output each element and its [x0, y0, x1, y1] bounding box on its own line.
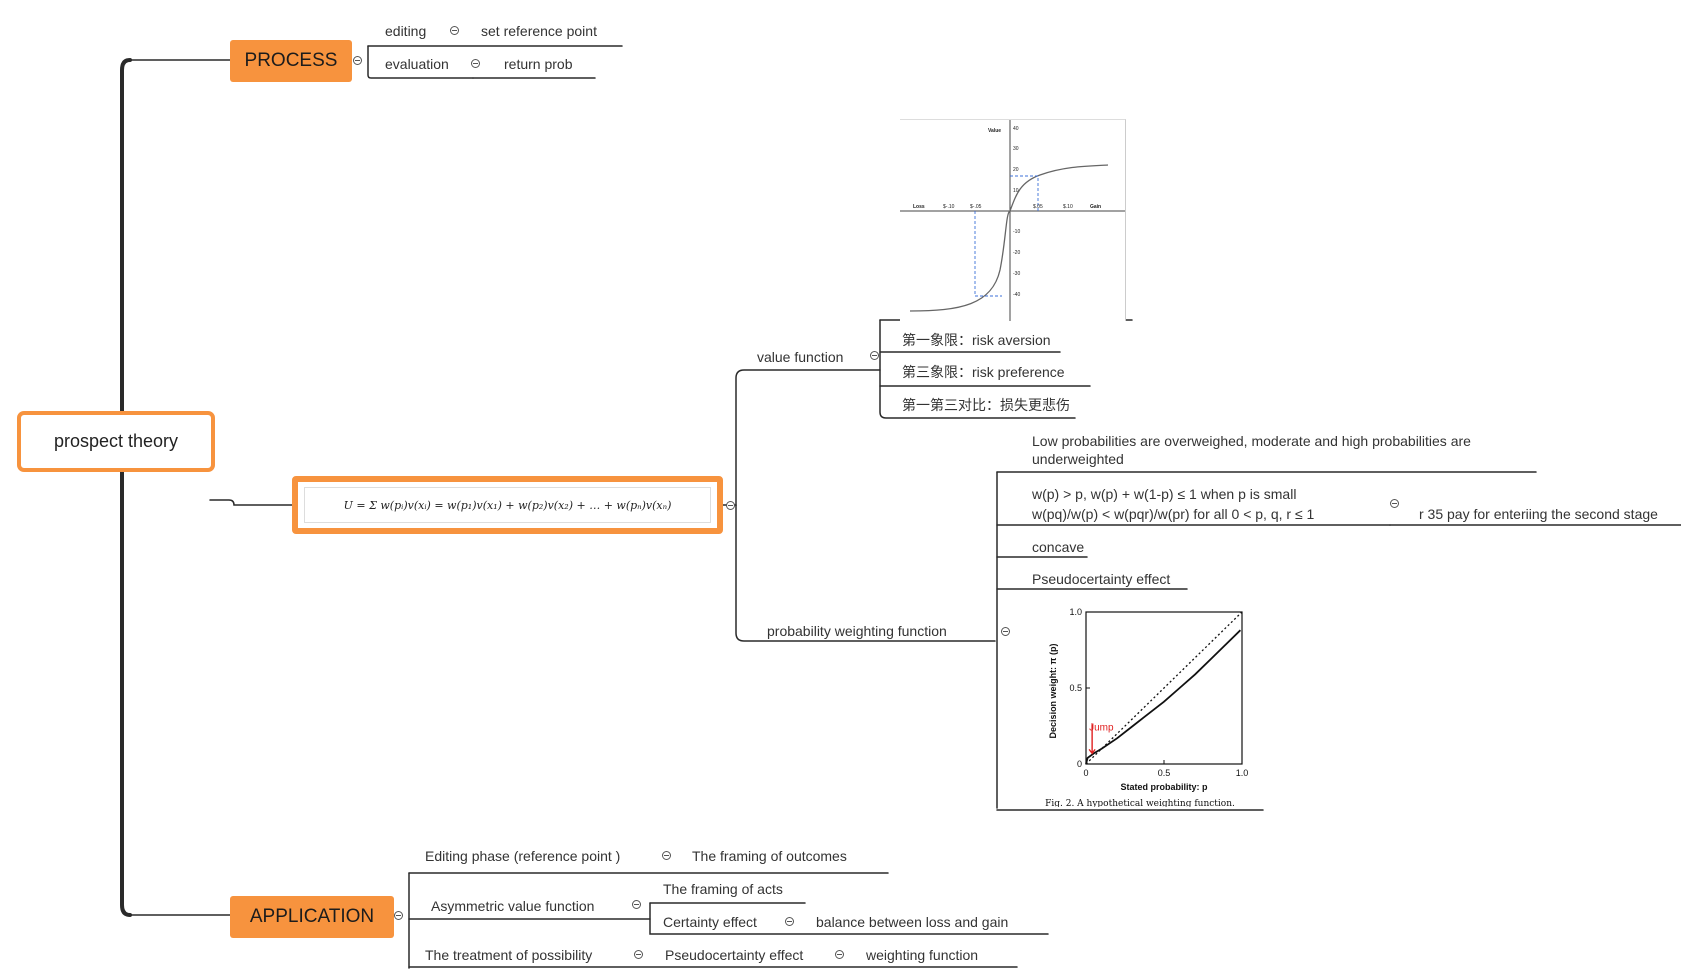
- weighting-xtick-label: 0.5: [1158, 768, 1171, 778]
- value-graph-ytick-n20: -20: [1013, 250, 1020, 256]
- weighting-chart-ylabel: Decision weight: π (p): [1048, 644, 1058, 739]
- application-label: APPLICATION: [249, 906, 375, 927]
- value-graph-loss: Loss: [913, 204, 925, 210]
- weighting-chart-svg: 0 0.5 1.0 0 0.5 1.0 Jump Decision weight: π (…: [1045, 607, 1249, 809]
- app-weighting[interactable]: weighting function: [866, 947, 979, 963]
- app-pseudo[interactable]: Pseudocertainty effect: [665, 947, 804, 963]
- value-graph-ytick-40: 40: [1013, 126, 1019, 132]
- prob-heading[interactable]: Low probabilities are overweighed, moder…: [1032, 433, 1471, 467]
- evaluation-child[interactable]: return prob: [504, 56, 573, 72]
- formula-text: U = Σ w(pᵢ)v(xᵢ) = w(p₁)v(x₁) + w(p₂)v(x…: [304, 487, 711, 523]
- root-node[interactable]: prospect theory: [17, 411, 215, 472]
- root-label: prospect theory: [53, 431, 179, 451]
- value-graph-ytick-20: 20: [1013, 167, 1019, 173]
- prob-rule-line1[interactable]: w(p) > p, w(p) + w(1-p) ≤ 1 when p is sm…: [1032, 486, 1297, 502]
- editing-phase-collapse-icon[interactable]: [662, 851, 671, 860]
- treatment-collapse-icon[interactable]: [634, 950, 643, 959]
- certainty-collapse-icon[interactable]: [785, 917, 794, 926]
- value-item-3[interactable]: 第一第三对比：损失更悲伤: [902, 397, 1070, 413]
- jump-arrow-icon: [1088, 724, 1096, 755]
- process-editing[interactable]: editing: [385, 23, 427, 39]
- value-graph-xtick-1: $-.10: [943, 204, 955, 210]
- app-framing-acts[interactable]: The framing of acts: [663, 881, 783, 897]
- pseudo-collapse-icon[interactable]: [835, 950, 844, 959]
- weighting-ytick-label: 0: [1077, 759, 1082, 769]
- weighting-chart-caption: Fig. 2. A hypothetical weighting functio…: [1045, 799, 1235, 807]
- application-collapse-icon[interactable]: [394, 911, 403, 920]
- process-collapse-icon[interactable]: [353, 56, 362, 65]
- weighting-ytick-label: 1.0: [1069, 607, 1082, 617]
- app-treatment[interactable]: The treatment of possibility: [425, 947, 593, 963]
- weighting-series-solid: [1085, 629, 1242, 765]
- value-graph-xtick-3: $.05: [1033, 204, 1043, 210]
- weighting-xtick-label: 0: [1083, 768, 1088, 778]
- process-evaluation[interactable]: evaluation: [385, 56, 449, 72]
- formula-node[interactable]: U = Σ w(pᵢ)v(xᵢ) = w(p₁)v(x₁) + w(p₂)v(x…: [292, 476, 723, 534]
- editing-child[interactable]: set reference point: [481, 23, 597, 39]
- value-graph-xtick-2: $-.05: [970, 204, 982, 210]
- prob-weighting-label[interactable]: probability weighting function: [767, 623, 947, 639]
- value-graph-ylabel: Value: [988, 128, 1001, 134]
- app-certainty[interactable]: Certainty effect: [663, 914, 757, 930]
- weighting-chart-annotation: Jump: [1089, 723, 1114, 734]
- asym-collapse-icon[interactable]: [632, 900, 641, 909]
- app-editing-phase[interactable]: Editing phase (reference point ): [425, 848, 621, 864]
- prob-concave[interactable]: concave: [1032, 539, 1085, 555]
- weighting-xtick-label: 1.0: [1236, 768, 1249, 778]
- prob-pseudo[interactable]: Pseudocertainty effect: [1032, 571, 1171, 587]
- value-item-1[interactable]: 第一象限：risk aversion: [902, 332, 1051, 348]
- value-function-label[interactable]: value function: [757, 349, 844, 365]
- editing-collapse-icon[interactable]: [450, 26, 459, 35]
- formula-collapse-icon[interactable]: [726, 501, 735, 510]
- process-node[interactable]: PROCESS: [230, 40, 352, 82]
- value-item-2[interactable]: 第三象限：risk preference: [902, 364, 1065, 380]
- app-asym[interactable]: Asymmetric value function: [431, 898, 595, 914]
- process-label: PROCESS: [244, 50, 338, 71]
- prob-rule-child[interactable]: r 35 pay for enteriing the second stage: [1419, 506, 1658, 522]
- evaluation-collapse-icon[interactable]: [471, 59, 480, 68]
- prob-rule-line2[interactable]: w(pq)/w(p) < w(pqr)/w(pr) for all 0 < p,…: [1032, 506, 1315, 522]
- value-graph-gain: Gain: [1090, 204, 1101, 210]
- weighting-function-chart[interactable]: 0 0.5 1.0 0 0.5 1.0 Jump Decision weight: π (…: [1010, 601, 1285, 809]
- weighting-ytick-label: 0.5: [1069, 683, 1082, 693]
- value-graph-xtick-4: $.10: [1063, 204, 1073, 210]
- app-framing-outcomes[interactable]: The framing of outcomes: [692, 848, 847, 864]
- value-graph-ytick-n40: -40: [1013, 292, 1020, 298]
- app-balance[interactable]: balance between loss and gain: [816, 914, 1009, 930]
- value-graph-svg: Value Loss Gain $-.10 $-.05 $.05 $.10 40…: [900, 120, 1125, 321]
- prob-rule-collapse-icon[interactable]: [1390, 499, 1399, 508]
- weighting-chart-xlabel: Stated probability: p: [1120, 782, 1208, 792]
- value-function-collapse-icon[interactable]: [870, 351, 879, 360]
- application-node[interactable]: APPLICATION: [230, 896, 394, 938]
- value-function-graph[interactable]: Value Loss Gain $-.10 $-.05 $.05 $.10 40…: [900, 119, 1126, 321]
- prob-weighting-collapse-icon[interactable]: [1001, 627, 1010, 636]
- weighting-series-dotted: [1085, 611, 1243, 765]
- value-graph-ytick-30: 30: [1013, 146, 1019, 152]
- value-graph-ytick-n30: -30: [1013, 271, 1020, 277]
- value-graph-ytick-10: 10: [1013, 188, 1019, 194]
- value-graph-ytick-n10: -10: [1013, 229, 1020, 235]
